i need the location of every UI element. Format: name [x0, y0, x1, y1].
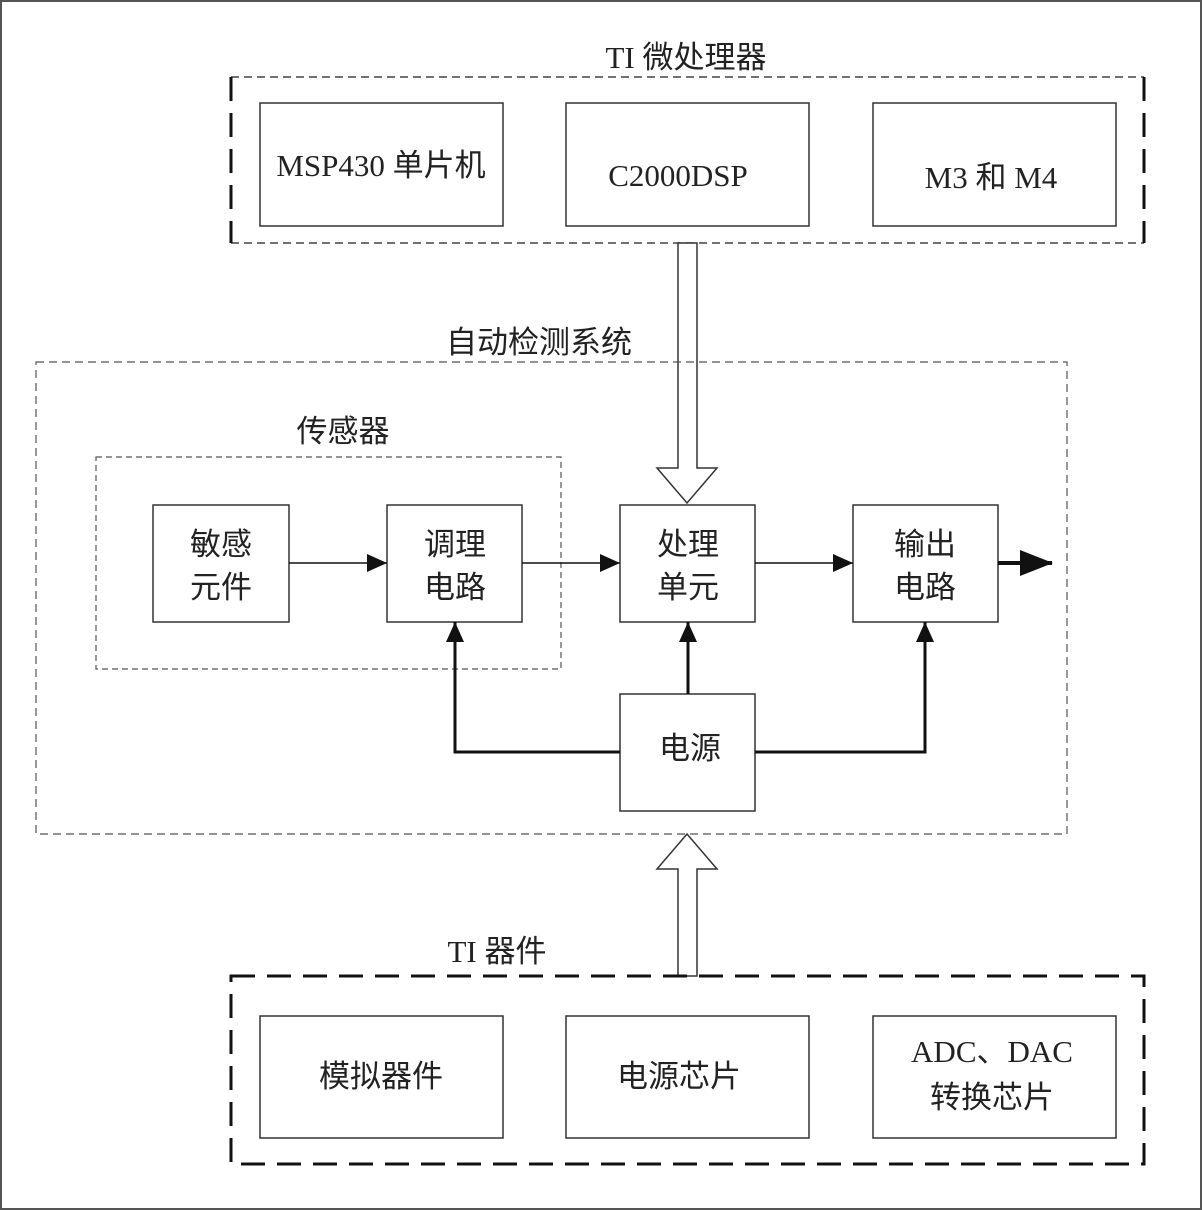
ti-devices-group: TI 器件 模拟器件 电源芯片 ADC、DAC 转换芯片 [229, 934, 1146, 1166]
auto-detection-system-group: 自动检测系统 传感器 敏感 元件 调理 电路 处理 单元 输出 电路 电源 [35, 325, 1068, 835]
adc-dac-box [872, 1015, 1117, 1139]
sensing-element-label-line2: 元件 [190, 570, 252, 605]
m3-m4-box [872, 102, 1117, 227]
msp430-label: MSP430 单片机 [276, 148, 485, 183]
sensing-element-box [152, 504, 290, 623]
devices-to-power-hollow-arrow [655, 832, 719, 977]
sensing-element-label-line1: 敏感 [190, 527, 252, 562]
output-circuit-box [852, 504, 999, 623]
adc-dac-label-line2: 转换芯片 [930, 1080, 1054, 1115]
ti-devices-title: TI 器件 [447, 934, 546, 969]
power-supply-label: 电源 [659, 731, 721, 766]
c2000dsp-label: C2000DSP [608, 158, 748, 193]
power-chip-label: 电源芯片 [617, 1059, 741, 1094]
power-chip-box [565, 1015, 810, 1139]
conditioning-circuit-label-line1: 调理 [424, 527, 486, 562]
conditioning-circuit-label-line2: 电路 [424, 570, 486, 605]
sensor-title: 传感器 [297, 414, 390, 449]
arrow-power-to-conditioning [446, 622, 620, 754]
ti-processor-group: TI 微处理器 MSP430 单片机 C2000DSP M3 和 M4 [229, 40, 1146, 244]
output-arrow-head [1020, 550, 1053, 576]
auto-detection-system-title: 自动检测系统 [446, 325, 632, 360]
msp430-box [259, 102, 504, 227]
processing-unit-label-line2: 单元 [657, 570, 719, 605]
m3-m4-label: M3 和 M4 [925, 160, 1058, 195]
processor-to-unit-hollow-arrow [655, 242, 719, 505]
adc-dac-label-line1: ADC、DAC [911, 1034, 1073, 1069]
processing-unit-label-line1: 处理 [657, 527, 719, 562]
arrow-power-to-output [755, 622, 934, 754]
c2000dsp-box [565, 102, 810, 227]
conditioning-circuit-box [386, 504, 523, 623]
ti-processor-title: TI 微处理器 [605, 40, 766, 75]
processing-unit-box [619, 504, 756, 623]
output-circuit-label-line2: 电路 [894, 570, 956, 605]
analog-devices-label: 模拟器件 [319, 1059, 443, 1094]
output-circuit-label-line1: 输出 [894, 527, 956, 562]
analog-devices-box [259, 1015, 504, 1139]
